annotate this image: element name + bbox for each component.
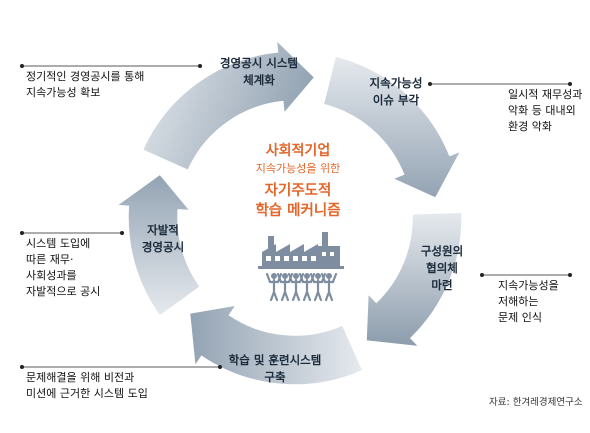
person-head <box>315 273 321 279</box>
person-head <box>326 273 332 279</box>
leader-vision-dot <box>20 365 24 369</box>
note-vision: 문제해결을 위해 비전과 미션에 근거한 시스템 도입 <box>26 371 148 400</box>
leader-voluntary-dot <box>20 231 24 235</box>
center-subtitle: 지속가능성을 위한 <box>255 162 341 175</box>
leader-disclosure-dot <box>20 64 24 68</box>
leader-voluntary-dot <box>120 231 124 235</box>
cycle-arrows <box>114 37 463 386</box>
leader-disclosure-dot <box>198 64 202 68</box>
source-note: 자료: 한겨레경제연구소 <box>489 397 583 408</box>
people-icon <box>265 272 338 302</box>
center-title: 사회적기업 <box>265 143 331 159</box>
arrow-council <box>365 211 463 348</box>
factory-icon <box>258 232 344 269</box>
arrow-training-system <box>188 304 364 386</box>
leader-problem-dot <box>480 273 484 277</box>
person-head <box>304 273 310 279</box>
note-environment: 일시적 재무성과 악화 등 대내외 환경 악화 <box>508 88 583 133</box>
arrow-sustainability-issue <box>322 55 463 200</box>
note-disclosure: 정기적인 경영공시를 통해 지속가능성 확보 <box>26 70 145 99</box>
leader-problem-dot <box>568 273 572 277</box>
arrow-voluntary-disclosure <box>114 173 202 318</box>
leader-vision-dot <box>218 365 222 369</box>
stage-label-council: 구성원의 협의체 마련 <box>420 244 464 292</box>
person-head <box>282 273 288 279</box>
person-head <box>271 273 277 279</box>
leader-lines <box>20 64 572 369</box>
stage-label-disclosure-system: 경영공시 시스템 체계화 <box>219 56 299 87</box>
arrow-disclosure-system <box>141 37 316 172</box>
person-body <box>320 272 338 302</box>
stage-label-training-system: 학습 및 훈련시스템 구축 <box>228 353 322 384</box>
stage-label-sustainability-issue: 지속가능성 이슈 부각 <box>369 76 423 107</box>
center-main-text: 자기주도적 학습 메커니즘 <box>255 183 341 219</box>
note-voluntary: 시스템 도입에 따른 재무· 사회성과를 자발적으로 공시 <box>26 237 101 298</box>
stage-label-voluntary-disclosure: 자발적 경영공시 <box>141 223 185 254</box>
leader-environment-dot <box>568 82 572 86</box>
leader-environment-dot <box>428 82 432 86</box>
person-head <box>293 273 299 279</box>
note-problem: 지속가능성을 저해하는 문제 인식 <box>498 279 559 324</box>
